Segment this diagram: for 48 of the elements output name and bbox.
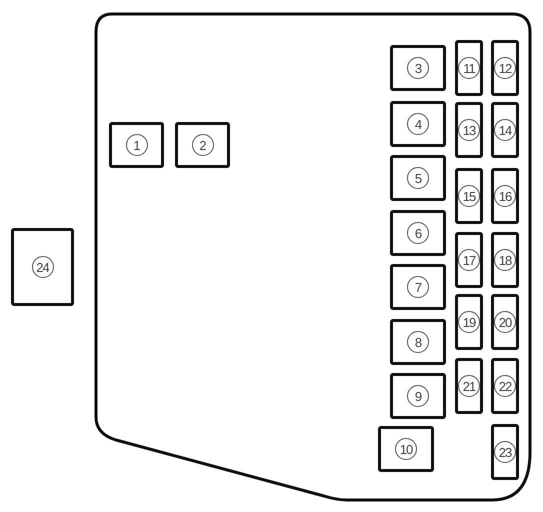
fuse-slot	[455, 40, 483, 96]
fuse-slot	[491, 40, 519, 96]
fuse-number: 7	[407, 276, 429, 298]
fuse-number: 16	[494, 185, 516, 207]
fuse-slot	[491, 294, 519, 350]
fuse-number: 3	[407, 57, 429, 79]
fuse-number: 5	[407, 167, 429, 189]
fuse-number: 15	[458, 185, 480, 207]
fuse-number: 24	[32, 256, 54, 278]
fuse-slot	[455, 358, 483, 414]
fuse-slot	[390, 264, 446, 310]
fuse-slot	[491, 424, 519, 480]
fuse-slot	[390, 101, 446, 147]
fuse-number: 9	[407, 385, 429, 407]
fuse-slot	[491, 102, 519, 158]
fuse-number: 13	[458, 119, 480, 141]
fuse-number: 11	[458, 57, 480, 79]
fuse-number: 8	[407, 331, 429, 353]
fuse-number: 14	[494, 119, 516, 141]
fuse-number: 12	[494, 57, 516, 79]
fuse-number: 6	[407, 222, 429, 244]
fuse-number: 23	[494, 441, 516, 463]
fuse-slot	[390, 373, 446, 419]
fuse-slot	[491, 168, 519, 224]
fuse-slot	[455, 168, 483, 224]
fuse-number: 10	[395, 438, 417, 460]
fuse-number: 20	[494, 311, 516, 333]
fuse-slot	[390, 155, 446, 201]
fuse-slot	[390, 319, 446, 365]
fuse-number: 18	[494, 249, 516, 271]
fuse-slot	[491, 232, 519, 288]
fuse-slot	[390, 45, 446, 91]
fuse-slot	[109, 122, 164, 168]
fuse-number: 2	[192, 134, 214, 156]
fuse-slot	[390, 210, 446, 256]
fuse-slot	[175, 122, 230, 168]
fuse-slot	[455, 102, 483, 158]
fuse-number: 19	[458, 311, 480, 333]
fuse-slot	[491, 358, 519, 414]
fuse-number: 1	[126, 134, 148, 156]
fuse-number: 4	[407, 113, 429, 135]
fuse-number: 17	[458, 249, 480, 271]
fuse-slot	[455, 294, 483, 350]
fuse-number: 21	[458, 375, 480, 397]
fuse-slot	[378, 426, 434, 472]
fuse-number: 22	[494, 375, 516, 397]
fuse-slot	[455, 232, 483, 288]
fuse-slot	[11, 228, 74, 306]
